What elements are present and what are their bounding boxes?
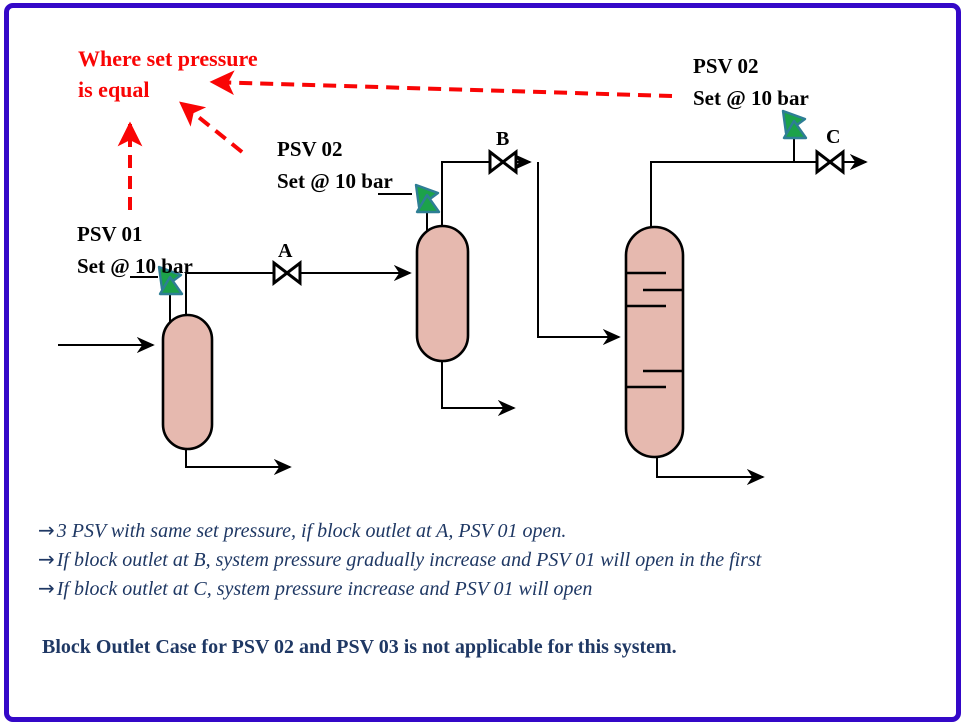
valve-b-label: B	[496, 128, 510, 150]
arrow-bullet-icon: →	[38, 576, 55, 600]
valve-a-icon	[272, 259, 302, 287]
pipe-vessel2-overhead	[441, 161, 490, 231]
psv02-mid-setting: Set @ 10 bar	[277, 169, 393, 193]
pipe-vessel1-bottom	[185, 449, 292, 476]
valve-c-label: C	[826, 126, 841, 148]
psv02-right-name: PSV 02	[693, 54, 759, 78]
conclusion-text: Block Outlet Case for PSV 02 and PSV 03 …	[42, 636, 677, 658]
annotation-line1: Where set pressure	[78, 46, 258, 71]
pipe-vessel1-overhead	[185, 272, 274, 322]
annotation-set-pressure: Where set pressure is equal	[78, 43, 258, 105]
vessel-2	[415, 224, 470, 363]
psv02-right-icon	[781, 109, 808, 140]
column-shell	[624, 225, 685, 459]
notes-block: →3 PSV with same set pressure, if block …	[38, 516, 761, 603]
pipe-valveB-to-column	[537, 162, 621, 346]
column-trays	[626, 271, 683, 389]
psv01-setting: Set @ 10 bar	[77, 254, 193, 278]
valve-a-label: A	[278, 240, 293, 262]
note-text-1: 3 PSV with same set pressure, if block o…	[56, 520, 567, 542]
psv02-mid-name: PSV 02	[277, 137, 343, 161]
note-text-3: If block outlet at C, system pressure in…	[56, 578, 593, 600]
pipe-column-bottom	[656, 457, 765, 486]
psv02-mid-label: PSV 02 Set @ 10 bar	[277, 133, 393, 197]
pipe-column-overhead	[650, 161, 817, 227]
red-arrow-from-psv02-mid	[179, 101, 244, 154]
valve-c-icon	[815, 148, 845, 176]
pipe-vessel2-bottom	[441, 361, 516, 417]
psv01-label: PSV 01 Set @ 10 bar	[77, 218, 193, 282]
psv01-name: PSV 01	[77, 222, 143, 246]
note-line-2: →If block outlet at B, system pressure g…	[38, 545, 761, 574]
note-line-3: →If block outlet at C, system pressure i…	[38, 574, 761, 603]
psv02-right-label: PSV 02 Set @ 10 bar	[693, 50, 809, 114]
pipes	[58, 138, 868, 486]
note-text-2: If block outlet at B, system pressure gr…	[56, 549, 762, 571]
arrow-bullet-icon: →	[38, 547, 55, 571]
psv02-right-setting: Set @ 10 bar	[693, 86, 809, 110]
annotation-line2: is equal	[78, 77, 150, 102]
annotation-arrows	[117, 70, 673, 210]
vessel-1	[161, 313, 214, 451]
psv02-mid-icon	[414, 183, 441, 214]
psv01-icon	[157, 265, 184, 296]
vessel-3-column	[624, 225, 685, 459]
arrow-bullet-icon: →	[38, 518, 55, 542]
note-line-1: →3 PSV with same set pressure, if block …	[38, 516, 761, 545]
valve-b-icon	[488, 148, 518, 176]
red-arrow-from-psv02-right	[209, 70, 673, 98]
